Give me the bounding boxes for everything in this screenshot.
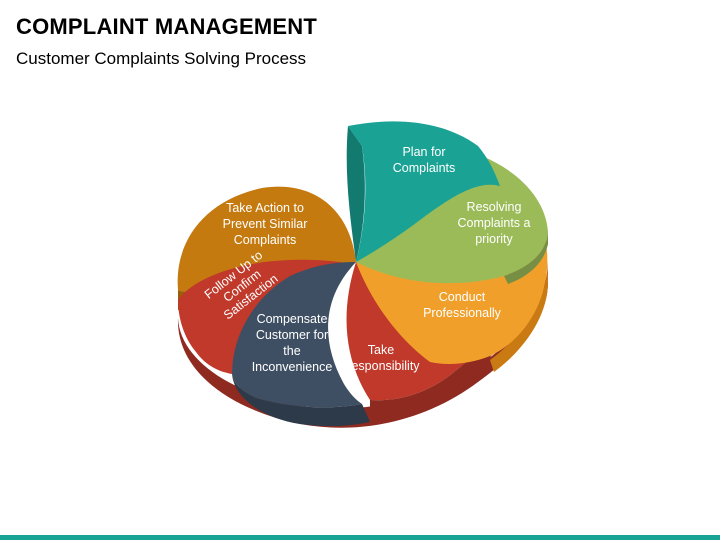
label-line: Conduct [439, 290, 486, 304]
segment-compensate-side [232, 374, 370, 427]
label-line: Take [368, 343, 394, 357]
label-line: Complaints a [458, 216, 531, 230]
page-subtitle: Customer Complaints Solving Process [16, 49, 307, 68]
segment-conduct[interactable] [356, 234, 548, 364]
segment-resolve-side [504, 232, 548, 284]
label-line: Complaints [234, 233, 297, 247]
page-title: COMPLAINT MANAGEMENT [16, 14, 317, 39]
label-line: Professionally [423, 306, 502, 320]
label-line: Prevent Similar [223, 217, 308, 231]
bottom-accent-bar [0, 535, 720, 540]
label-line: Inconvenience [252, 360, 333, 374]
segment-responsibility-side [370, 334, 494, 422]
label-line: Take Action to [226, 201, 304, 215]
segment-prevent[interactable] [177, 186, 356, 292]
label-line: Plan for [402, 145, 445, 159]
segment-resolve[interactable] [356, 156, 548, 284]
segment-plan[interactable] [348, 121, 500, 263]
label-line: Resolving [467, 200, 522, 214]
label-line: Customer for [256, 328, 328, 342]
label-line: Complaints [393, 161, 456, 175]
label-line: Compensate [257, 312, 328, 326]
label-line: priority [475, 232, 513, 246]
segment-compensate[interactable] [232, 262, 362, 408]
segment-plan-fold [346, 126, 365, 262]
orange-base-side [490, 262, 548, 372]
segment-follow[interactable] [178, 259, 354, 374]
label-line: the [283, 344, 300, 358]
label-line: Responsibility [342, 359, 420, 373]
